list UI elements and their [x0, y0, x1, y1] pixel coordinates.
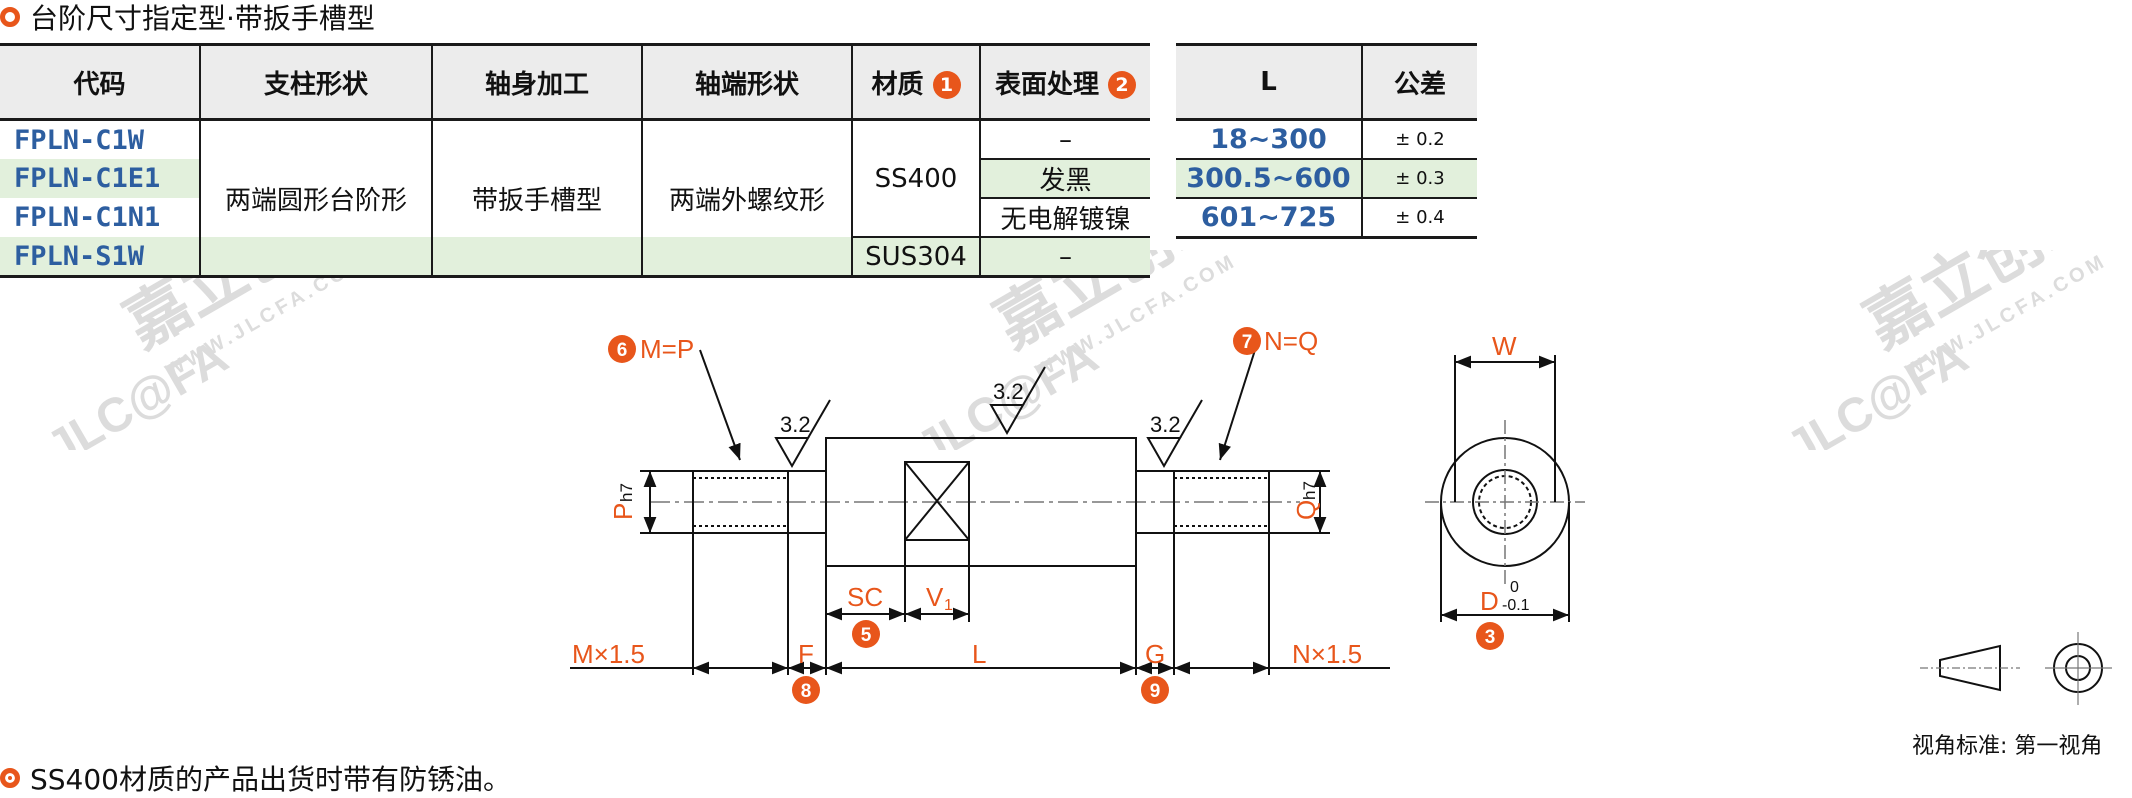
d-tol-down: -0.1 [1502, 597, 1530, 614]
shaft-cell: 带扳手槽型 [432, 159, 643, 237]
header-tolerance: 公差 [1362, 43, 1477, 121]
surface-cell: – [980, 119, 1150, 160]
surface-cell: – [980, 237, 1150, 277]
badge-2: 2 [1108, 71, 1137, 99]
q-label: Q [1291, 500, 1321, 520]
badge-9-text: 9 [1150, 681, 1161, 702]
tolerance-cell: ± 0.2 [1395, 129, 1445, 150]
table-row: FPLN-C1E1 两端圆形台阶形 带扳手槽型 两端外螺纹形 发黑 [0, 159, 1150, 237]
code-cell: FPLN-C1N1 [0, 198, 201, 237]
left-thread [692, 470, 789, 534]
table-row: 18~300 ± 0.2 [1176, 119, 1477, 159]
header-end: 轴端形状 [642, 43, 853, 121]
code-cell: FPLN-C1E1 [0, 159, 201, 198]
header-pillar: 支柱形状 [200, 43, 433, 121]
l-range-cell: 300.5~600 [1176, 159, 1363, 198]
section-title: 台阶尺寸指定型·带扳手槽型 [0, 0, 375, 35]
n15-label: N×1.5 [1292, 639, 1362, 669]
footer-note-text: SS400材质的产品出货时带有防锈油。 [30, 763, 511, 796]
badge-1: 1 [932, 71, 961, 99]
tolerance-cell: ± 0.4 [1395, 207, 1445, 228]
l-label: L [972, 639, 986, 669]
badge-5 [852, 620, 880, 648]
right-thread [1173, 470, 1270, 534]
section-title-text: 台阶尺寸指定型·带扳手槽型 [30, 2, 375, 35]
header-surface: 表面处理 2 [980, 43, 1150, 121]
d-tol-up: 0 [1510, 579, 1519, 596]
material-cell: SS400 [852, 119, 981, 238]
badge-9 [1141, 676, 1169, 704]
code-cell: FPLN-C1W [0, 119, 201, 159]
badge-3 [1476, 622, 1504, 650]
table-row: FPLN-C1N1 无电解镀镍 [0, 198, 1150, 238]
table-row: FPLN-C1W SS400 – [0, 119, 1150, 238]
sc-label: SC [847, 582, 883, 612]
v1-label: V [926, 582, 944, 612]
tolerance-table-header: L 公差 [1176, 43, 1477, 121]
material-cell: SUS304 [852, 237, 981, 277]
footer-note: SS400材质的产品出货时带有防锈油。 [0, 760, 511, 796]
header-material: 材质 1 [852, 43, 981, 121]
badge-8-text: 8 [801, 681, 812, 702]
spec-table-header: 代码 支柱形状 轴身加工 轴端形状 材质 1 表面处理 2 [0, 43, 1150, 121]
m15-label: M×1.5 [572, 639, 645, 669]
code-cell: FPLN-S1W [0, 237, 201, 277]
table-row: 300.5~600 ± 0.3 [1176, 159, 1477, 198]
tolerance-table: L 公差 18~300 ± 0.2 300.5~600 ± 0.3 601~72… [1176, 43, 1477, 239]
circle-bullet-icon [0, 7, 20, 27]
surface-cell: 无电解镀镍 [980, 198, 1150, 238]
l-range-cell: 18~300 [1176, 119, 1363, 159]
d-label: D [1480, 586, 1499, 616]
l-range-cell: 601~725 [1176, 198, 1363, 238]
circle-bullet-icon [0, 768, 20, 788]
spec-table: 代码 支柱形状 轴身加工 轴端形状 材质 1 表面处理 2 FPLN-C1W S… [0, 43, 1150, 278]
header-shaft: 轴身加工 [432, 43, 643, 121]
g-label: G [1145, 639, 1165, 669]
end-cell: 两端外螺纹形 [642, 159, 853, 237]
roughness-label: 3.2 [993, 379, 1024, 404]
badge-7-text: 7 [1242, 332, 1253, 353]
badge-6-text: 6 [617, 340, 628, 361]
table-row: FPLN-S1W SUS304 – [0, 237, 1150, 277]
w-label: W [1492, 331, 1517, 361]
p-label: P [608, 503, 638, 520]
header-code: 代码 [0, 43, 201, 121]
f-label: F [798, 639, 814, 669]
q-h7-label: h7 [1300, 481, 1319, 500]
v1-sub-label: 1 [944, 597, 953, 614]
wrench-flat [904, 461, 970, 541]
n-eq-q-label: N=Q [1264, 326, 1318, 356]
surface-cell: 发黑 [980, 159, 1150, 199]
roughness-label: 3.2 [1150, 412, 1181, 437]
badge-8 [792, 676, 820, 704]
badge-5-text: 5 [861, 625, 872, 646]
pillar-cell: 两端圆形台阶形 [200, 159, 433, 237]
badge-6 [608, 335, 636, 363]
m-eq-p-label: M=P [640, 334, 694, 364]
badge-7 [1233, 327, 1261, 355]
roughness-label: 3.2 [780, 412, 811, 437]
p-h7-label: h7 [617, 483, 636, 502]
tolerance-cell: ± 0.3 [1395, 168, 1445, 189]
badge-3-text: 3 [1485, 627, 1496, 648]
view-standard-label: 视角标准: 第一视角 [1912, 734, 2103, 759]
header-l: L [1176, 43, 1363, 121]
table-row: 601~725 ± 0.4 [1176, 198, 1477, 238]
